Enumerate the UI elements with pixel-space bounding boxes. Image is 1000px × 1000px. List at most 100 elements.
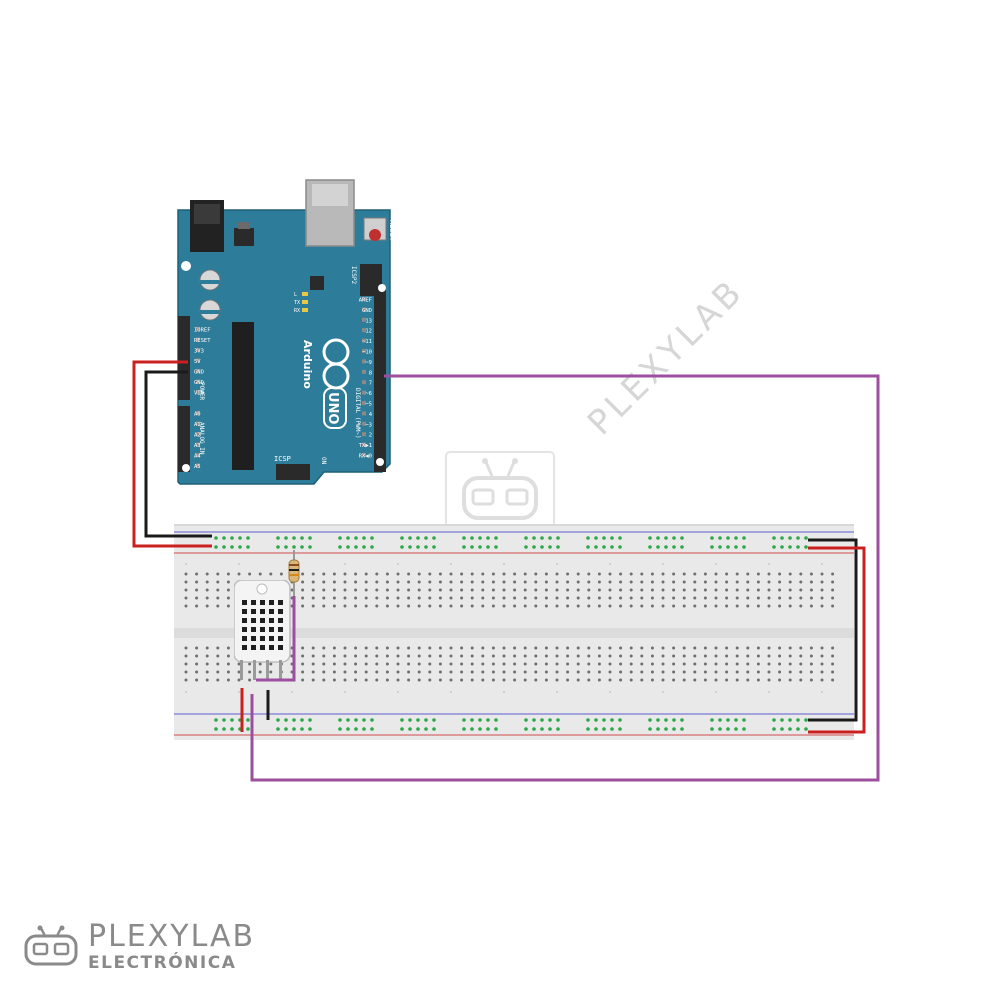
rail-hole xyxy=(734,545,738,549)
arduino-logo: Arduino UNO xyxy=(301,338,350,429)
column-tick xyxy=(662,563,664,565)
terminal-hole xyxy=(767,670,771,674)
terminal-hole xyxy=(438,604,442,608)
terminal-hole xyxy=(375,678,379,682)
terminal-hole xyxy=(661,662,665,666)
terminal-hole xyxy=(407,580,411,584)
terminal-hole xyxy=(587,662,591,666)
terminal-hole xyxy=(523,670,527,674)
rail-hole xyxy=(346,536,350,540)
terminal-hole xyxy=(481,670,485,674)
sensor-vent xyxy=(278,636,283,641)
terminal-hole xyxy=(587,588,591,592)
terminal-hole xyxy=(375,596,379,600)
rail-hole xyxy=(780,545,784,549)
terminal-hole xyxy=(661,646,665,650)
terminal-hole xyxy=(449,572,453,576)
rail-hole xyxy=(664,727,668,731)
terminal-hole xyxy=(820,678,824,682)
terminal-hole xyxy=(608,588,612,592)
pin xyxy=(362,338,366,343)
pin-label: A5 xyxy=(194,464,201,470)
terminal-hole xyxy=(831,654,835,658)
terminal-hole xyxy=(396,588,400,592)
terminal-hole xyxy=(428,572,432,576)
terminal-hole xyxy=(385,678,389,682)
terminal-hole xyxy=(354,654,358,658)
terminal-hole xyxy=(693,678,697,682)
terminal-hole xyxy=(226,604,230,608)
rail-hole xyxy=(734,727,738,731)
on-label: ON xyxy=(320,457,327,465)
sensor-vent xyxy=(260,645,265,650)
pin-label: A1 xyxy=(194,422,201,428)
terminal-hole xyxy=(703,670,707,674)
terminal-hole xyxy=(767,588,771,592)
sensor-vent xyxy=(251,627,256,632)
terminal-hole xyxy=(756,604,760,608)
rail-hole xyxy=(680,545,684,549)
rail-hole xyxy=(424,536,428,540)
terminal-hole xyxy=(534,572,538,576)
terminal-hole xyxy=(481,588,485,592)
terminal-hole xyxy=(470,596,474,600)
terminal-hole xyxy=(470,646,474,650)
terminal-hole xyxy=(820,572,824,576)
terminal-hole xyxy=(746,604,750,608)
terminal-hole xyxy=(513,604,517,608)
terminal-hole xyxy=(682,604,686,608)
rail-hole xyxy=(284,718,288,722)
terminal-hole xyxy=(449,596,453,600)
terminal-hole xyxy=(608,654,612,658)
rail-hole xyxy=(734,536,738,540)
terminal-hole xyxy=(544,670,548,674)
terminal-hole xyxy=(820,588,824,592)
rail-hole xyxy=(370,718,374,722)
column-tick xyxy=(397,563,399,565)
terminal-hole xyxy=(566,580,570,584)
pin-label: TX▶1 xyxy=(359,443,372,449)
rail-hole xyxy=(432,727,436,731)
terminal-hole xyxy=(248,572,252,576)
terminal-hole xyxy=(587,654,591,658)
terminal-hole xyxy=(354,670,358,674)
terminal-hole xyxy=(608,596,612,600)
pin xyxy=(362,349,366,353)
rail-hole xyxy=(540,727,544,731)
digital-header xyxy=(374,286,386,472)
sensor-vent xyxy=(278,609,283,614)
terminal-hole xyxy=(460,654,464,658)
column-tick xyxy=(344,691,346,693)
rail-hole xyxy=(276,718,280,722)
pin xyxy=(362,359,366,364)
terminal-hole xyxy=(375,662,379,666)
rail-hole xyxy=(772,536,776,540)
terminal-hole xyxy=(809,604,813,608)
terminal-hole xyxy=(237,670,241,674)
terminal-hole xyxy=(576,588,580,592)
terminal-hole xyxy=(619,654,623,658)
terminal-hole xyxy=(820,654,824,658)
terminal-hole xyxy=(343,580,347,584)
terminal-hole xyxy=(629,662,633,666)
terminal-hole xyxy=(513,580,517,584)
terminal-hole xyxy=(693,596,697,600)
terminal-hole xyxy=(481,662,485,666)
terminal-hole xyxy=(396,654,400,658)
terminal-hole xyxy=(619,596,623,600)
terminal-hole xyxy=(354,678,358,682)
rail-hole xyxy=(478,718,482,722)
terminal-hole xyxy=(375,588,379,592)
terminal-hole xyxy=(481,646,485,650)
terminal-hole xyxy=(788,596,792,600)
terminal-hole xyxy=(587,646,591,650)
rail-hole xyxy=(548,536,552,540)
terminal-hole xyxy=(629,596,633,600)
terminal-hole xyxy=(831,580,835,584)
terminal-hole xyxy=(513,670,517,674)
rail-hole xyxy=(556,545,560,549)
pin xyxy=(362,453,366,457)
column-tick xyxy=(768,691,770,693)
